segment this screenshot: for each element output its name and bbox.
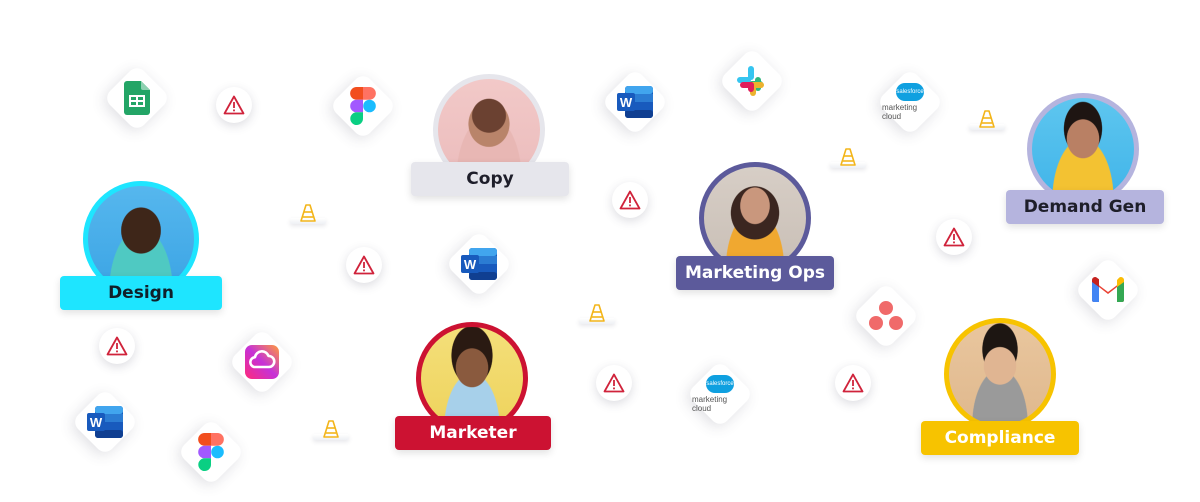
traffic-cone-icon (290, 198, 326, 224)
salesforce-product-label: marketing cloud (882, 103, 918, 121)
warning-icon (216, 87, 252, 123)
salesforce-cloud-logo: salesforce (706, 375, 734, 393)
role-badge-compliance: Compliance (921, 421, 1079, 455)
word-icon: W (607, 74, 663, 130)
traffic-cone-icon (830, 142, 866, 168)
salesforce-product-label: marketing cloud (692, 395, 728, 413)
role-badge-copy: Copy (411, 162, 569, 196)
word-icon: W (451, 236, 507, 292)
role-badge-demand-gen: Demand Gen (1006, 190, 1164, 224)
role-badge-marketing-ops: Marketing Ops (676, 256, 834, 290)
svg-text:W: W (620, 95, 633, 110)
asana-icon (858, 288, 914, 344)
avatar-marketer (416, 322, 528, 434)
warning-icon (346, 247, 382, 283)
warning-icon (596, 365, 632, 401)
slack-icon (724, 53, 780, 109)
svg-text:W: W (90, 415, 103, 430)
avatar-marketing-ops (699, 162, 811, 274)
role-badge-marketer: Marketer (395, 416, 551, 450)
warning-icon (936, 219, 972, 255)
avatar-compliance (944, 318, 1056, 430)
role-badge-design: Design (60, 276, 222, 310)
salesforce-marketing-cloud-icon: salesforce marketing cloud (692, 366, 748, 422)
adobe-creative-cloud-icon (234, 334, 290, 390)
traffic-cone-icon (313, 414, 349, 440)
svg-text:W: W (464, 257, 477, 272)
avatar-demand-gen (1027, 93, 1139, 205)
warning-icon (612, 182, 648, 218)
word-icon: W (77, 394, 133, 450)
figma-icon (335, 78, 391, 134)
warning-icon (99, 328, 135, 364)
warning-icon (835, 365, 871, 401)
salesforce-marketing-cloud-icon: salesforce marketing cloud (882, 74, 938, 130)
traffic-cone-icon (969, 104, 1005, 130)
google-sheets-icon (109, 70, 165, 126)
traffic-cone-icon (579, 298, 615, 324)
salesforce-cloud-logo: salesforce (896, 83, 924, 101)
figma-icon (183, 424, 239, 480)
gmail-icon (1080, 262, 1136, 318)
